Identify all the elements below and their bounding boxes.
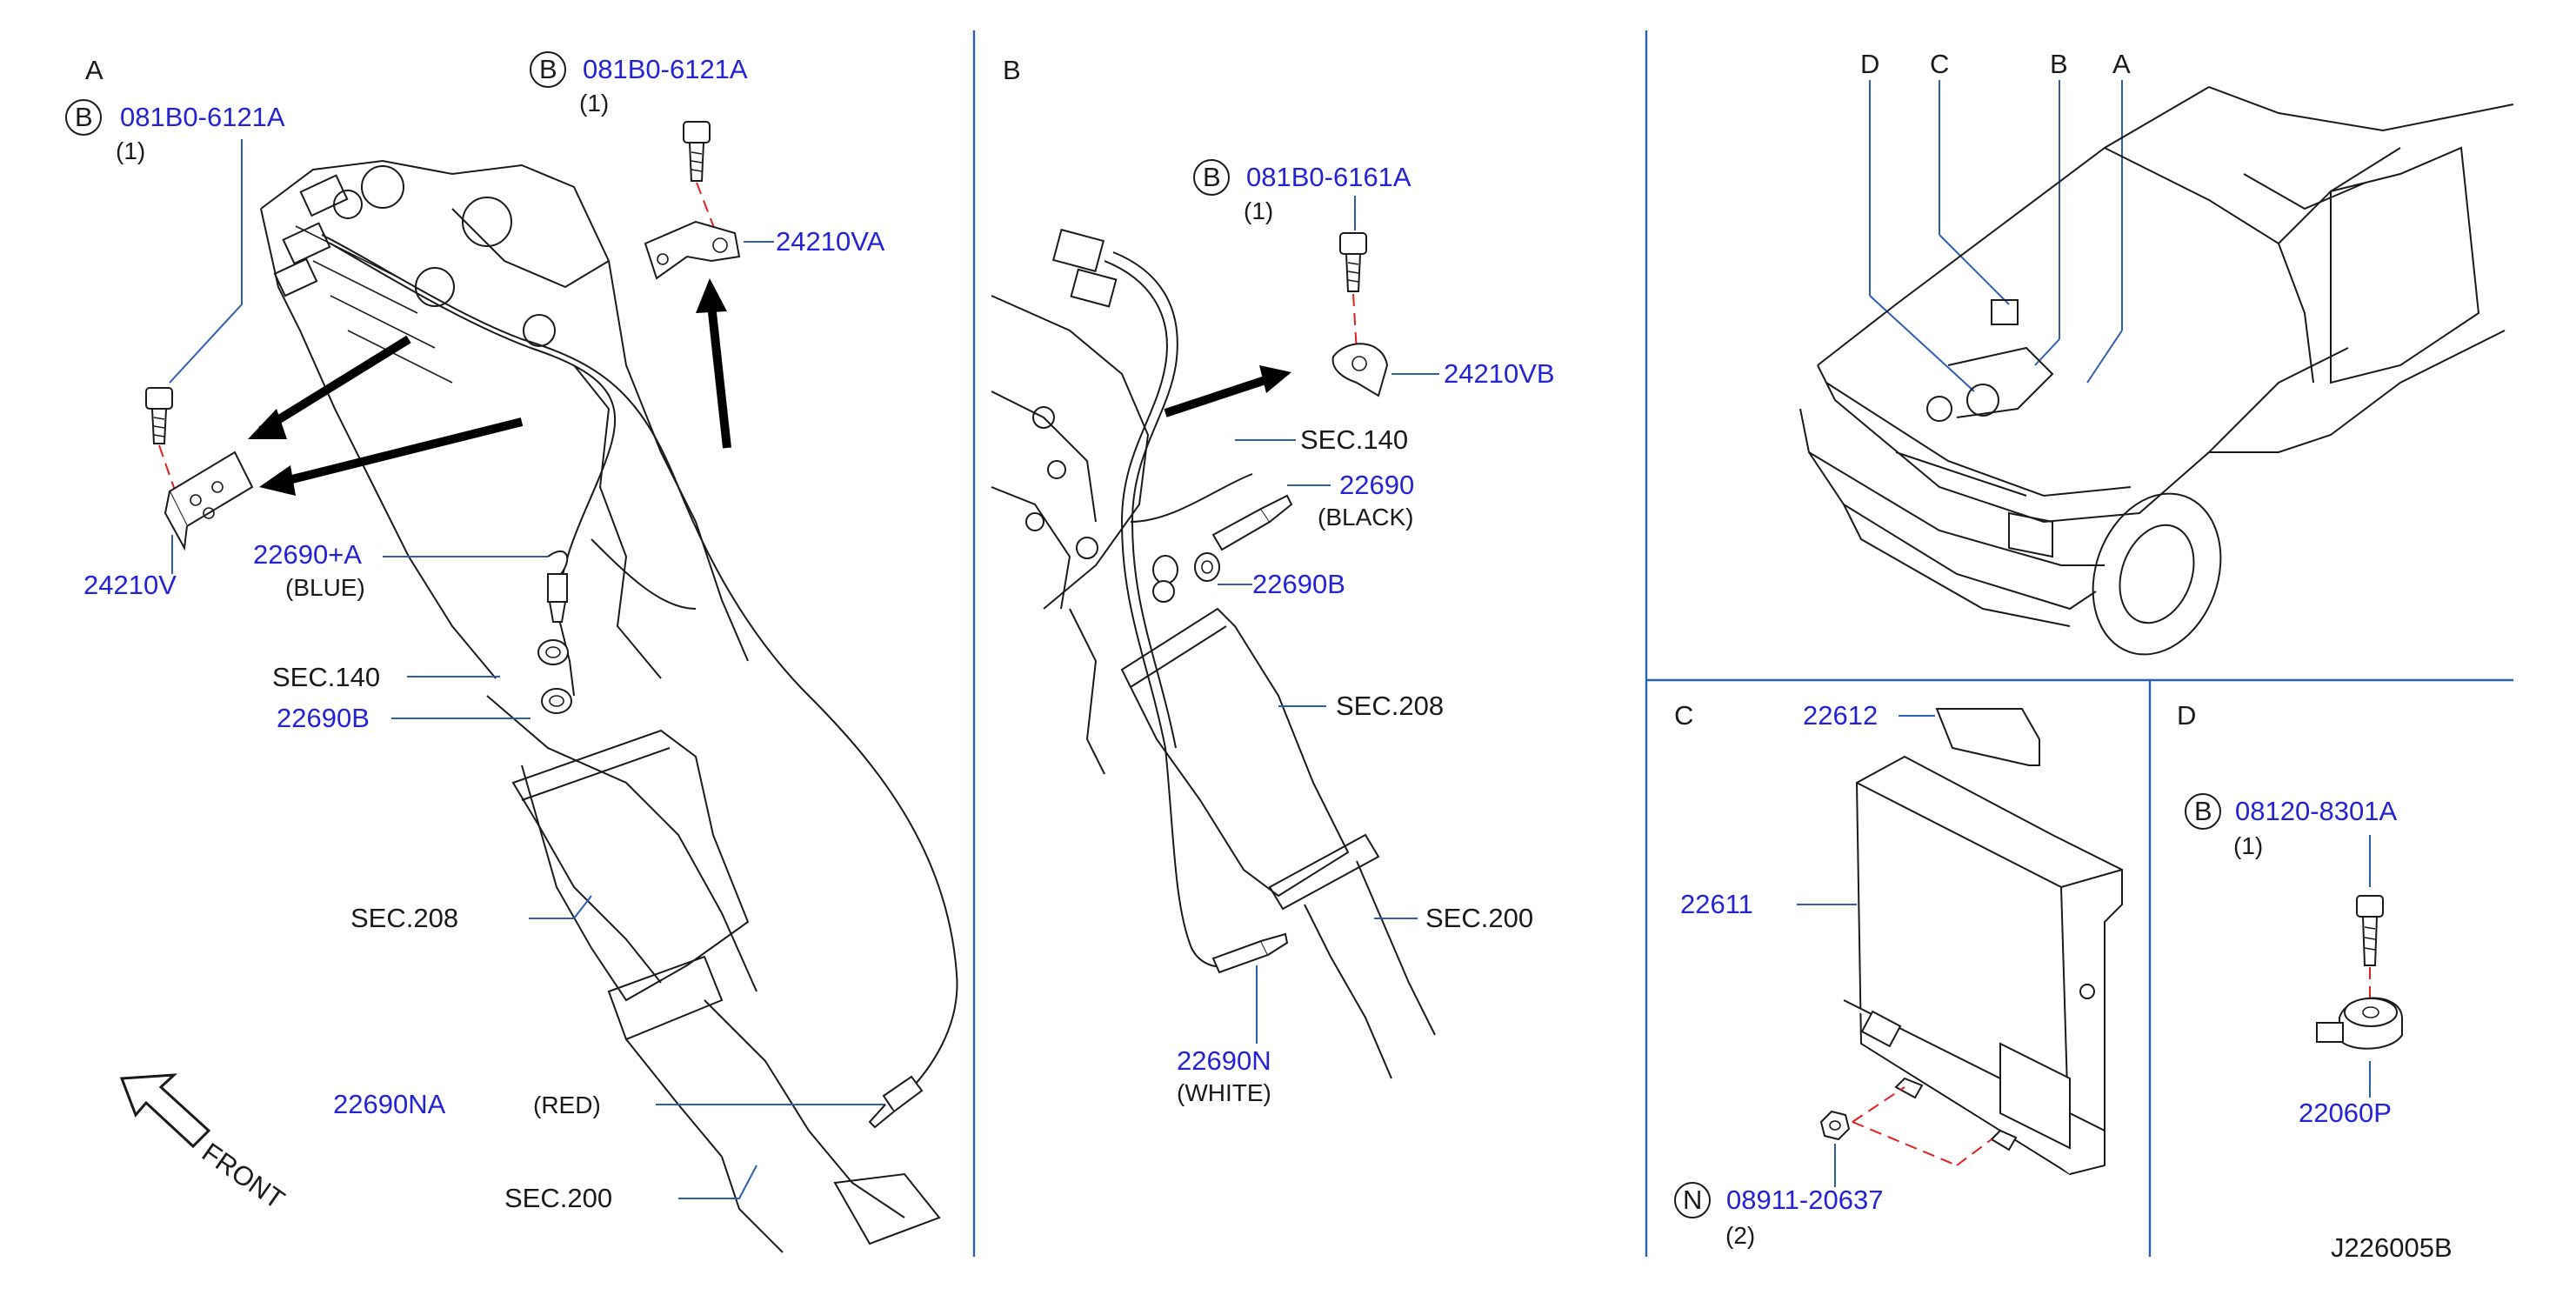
bolt-icon [683,121,711,182]
a-sec200: SEC.200 [504,1183,612,1213]
front-arrow-icon [119,1073,211,1149]
bolt-icon [1339,232,1367,292]
c-nut-prefix: N [1683,1185,1702,1215]
b-bolt-prefix: B [1203,162,1221,192]
drawing-id: J226005B [2331,1232,2453,1263]
d-knock-sensor-part[interactable]: 22060P [2299,1098,2392,1128]
panel-c: C 22612 22611 N 08911-20637 [1674,700,2123,1249]
d-bolt-qty: (1) [2233,832,2263,859]
b-bolt-part-number[interactable]: 081B0-6161A [1246,162,1411,192]
b-seal-b-part[interactable]: 22690B [1252,569,1345,599]
oxygen-sensor-icon [547,551,569,623]
bolt-icon [145,387,173,444]
nut-type-n-symbol [1674,1182,1711,1218]
b-bolt-qty: (1) [1244,197,1273,224]
panel-c-title: C [1674,700,1693,731]
panel-vehicle-overview: D C B A [1799,49,2514,656]
b-sensor-n-part[interactable]: 22690N [1177,1045,1271,1076]
nut-icon [1819,1110,1851,1141]
overview-label-d: D [1860,49,1879,79]
d-bolt-part-number[interactable]: 08120-8301A [2235,796,2397,826]
front-label: FRONT [197,1137,290,1215]
bracket-24210v-icon [164,451,254,551]
engine-illustration-a [260,159,958,1253]
b-bracket-vb-part[interactable]: 24210VB [1444,358,1555,389]
knock-sensor-icon [2316,997,2403,1050]
a-sec208: SEC.208 [350,903,458,933]
panel-b: B B 081B0-6161A (1) [991,55,1555,1106]
oxygen-sensor-icon [868,1075,924,1129]
a-sensor-a-color: (BLUE) [285,574,365,601]
bracket-24210vb-icon [1331,343,1389,397]
b-sensor-color: (BLACK) [1318,504,1413,531]
c-nut-part-number[interactable]: 08911-20637 [1726,1185,1883,1215]
panel-dividers [972,30,2513,1257]
a-bolt1-qty: (1) [116,137,145,164]
panel-a: A [65,51,958,1253]
panel-d: D B 08120-8301A (1) 22060P [2177,700,2403,1128]
a-bolt1-leader [169,139,243,384]
ecm-cover-icon [1935,708,2040,766]
bolt-type-b-symbol [530,51,566,88]
a-bolt2-qty: (1) [579,90,609,117]
a-bolt2-prefix: B [539,54,557,84]
b-sensor-n-color: (WHITE) [1177,1079,1271,1106]
overview-label-c: C [1930,49,1949,79]
b-sec208: SEC.208 [1336,691,1444,721]
bolt-type-b-symbol [1193,159,1230,196]
a-bracket-va-part[interactable]: 24210VA [776,226,885,257]
a-bolt1-part-number[interactable]: 081B0-6121A [120,102,285,132]
vehicle-illustration [1799,86,2514,656]
washer-icon [537,639,572,714]
panel-a-title: A [85,55,103,85]
bracket-24210va-icon [644,220,741,280]
b-sensor-part[interactable]: 22690 [1339,470,1414,500]
oxygen-sensor-icon [1211,494,1293,551]
washer-icon [1152,552,1220,603]
c-ecm-part[interactable]: 22611 [1680,889,1753,919]
a-sensor-na-part[interactable]: 22690NA [333,1089,446,1119]
direction-arrows [248,278,731,496]
a-bolt2-part-number[interactable]: 081B0-6121A [583,54,748,84]
overview-label-b: B [2050,49,2068,79]
c-cover-part[interactable]: 22612 [1803,700,1878,731]
bolt-type-b-symbol [65,99,102,136]
overview-label-a: A [2112,49,2131,79]
panel-b-title: B [1003,55,1021,85]
d-bolt-prefix: B [2194,796,2212,826]
engine-illustration-b [991,228,1436,1079]
a-bracket-v-part[interactable]: 24210V [83,570,177,600]
bolt-type-b-symbol [2185,793,2221,830]
ecm-unit-icon [1843,755,2123,1176]
b-sec200: SEC.200 [1425,903,1533,933]
bolt-icon [2356,895,2384,966]
a-bolt1-prefix: B [75,102,93,132]
a-sensor-a-part[interactable]: 22690+A [253,539,362,570]
b-sec140: SEC.140 [1300,424,1408,455]
panel-d-title: D [2177,700,2196,731]
a-sec140: SEC.140 [272,662,380,692]
a-sensor-na-color: (RED) [533,1091,601,1118]
a-seal-b-part[interactable]: 22690B [277,703,370,733]
c-nut-qty: (2) [1725,1222,1755,1249]
oxygen-sensor-icon [1211,932,1289,974]
